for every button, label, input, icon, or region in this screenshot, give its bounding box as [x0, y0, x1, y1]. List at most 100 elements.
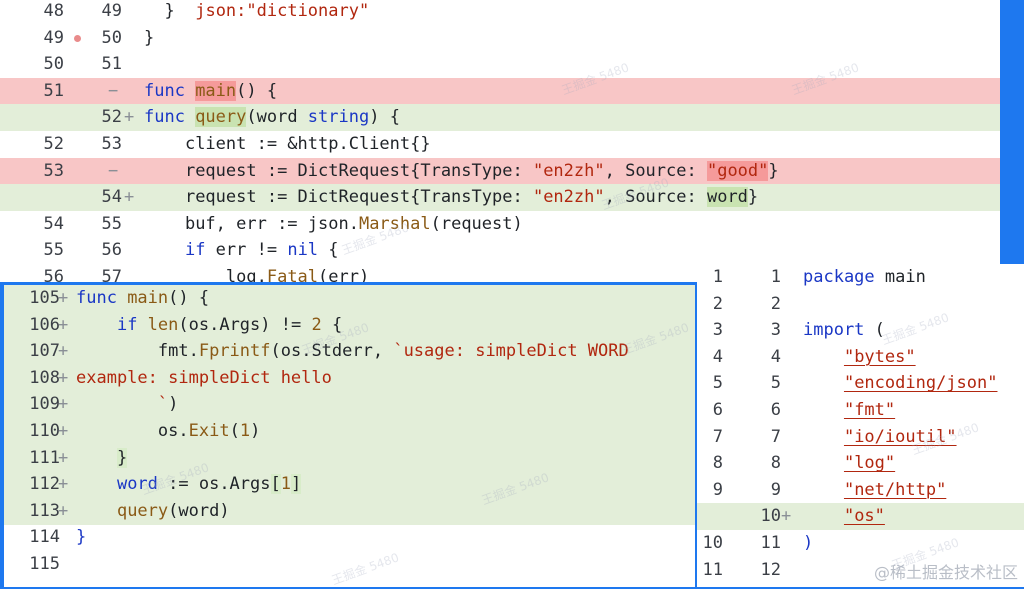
code-token: word	[706, 187, 748, 208]
code-token: {	[318, 240, 339, 261]
code-content: log.Fatal(err)	[144, 264, 369, 282]
diff-line: 51 − func main() {	[0, 77, 1000, 105]
code-content: if len(os.Args) != 2 {	[76, 312, 342, 339]
code-token: }	[164, 1, 175, 21]
code-token: import	[803, 320, 875, 341]
new-line-number: 113	[29, 500, 60, 521]
old-line-number: 5	[712, 373, 723, 394]
code-content: fmt.Fprintf(os.Stderr, `usage: simpleDic…	[76, 338, 629, 365]
old-line-number: 53	[43, 160, 64, 181]
code-content: func main() {	[76, 285, 209, 312]
new-line-number: 2	[770, 293, 781, 314]
code-token: word	[116, 474, 158, 495]
new-line-number: 109	[29, 394, 60, 415]
code-token: )	[168, 394, 179, 415]
code-token: ]	[291, 474, 302, 495]
code-content: buf, err := json.Marshal(request)	[144, 211, 523, 238]
code-content: )	[803, 530, 813, 557]
code-content: } json:"dictionary"	[144, 0, 369, 25]
code-token: := os.Args	[157, 474, 271, 495]
code-token: nil	[287, 240, 319, 261]
code-content: func main() {	[144, 78, 277, 105]
new-line-number: 105	[29, 288, 60, 308]
diff-line: 109+ `)	[4, 391, 695, 419]
diff-line: 52+func query(word string) {	[0, 104, 1000, 132]
code-token: func	[144, 107, 196, 128]
code-token: }	[144, 27, 155, 48]
added-marker: +	[781, 506, 792, 527]
diff-line: 107+ fmt.Fprintf(os.Stderr, `usage: simp…	[4, 338, 695, 366]
code-token: Marshal	[358, 213, 431, 234]
added-marker: +	[58, 447, 69, 468]
new-line-number: 106	[29, 314, 60, 335]
code-token: , Source:	[604, 160, 707, 181]
code-token: request := DictRequest{TransType:	[184, 187, 533, 208]
credit-watermark: @稀土掘金技术社区	[873, 563, 1018, 582]
deleted-marker: −	[108, 160, 119, 181]
code-token: if	[116, 314, 148, 335]
new-line-number: 54	[101, 187, 122, 208]
code-content: example: simpleDict hello	[76, 365, 332, 392]
diff-line: 113+ query(word)	[4, 497, 695, 525]
code-content: "io/ioutil"	[803, 424, 957, 451]
new-line-number: 55	[101, 213, 122, 234]
code-token: 1	[239, 421, 251, 441]
old-line-number: 54	[43, 213, 64, 234]
code-token: () {	[236, 80, 278, 101]
new-line-number: 53	[101, 134, 122, 154]
code-token: func	[144, 80, 196, 101]
code-token: )	[803, 533, 814, 553]
code-token: `	[157, 394, 169, 415]
breakpoint-dot-icon[interactable]	[74, 34, 81, 42]
code-token: json:"dictionary"	[195, 1, 370, 21]
code-token: 2	[311, 314, 322, 335]
code-token: )	[250, 421, 261, 441]
old-line-number: 7	[712, 426, 723, 447]
code-token: "io/ioutil"	[843, 426, 957, 447]
new-line-number: 107	[29, 341, 60, 362]
code-token: buf, err := json.	[184, 213, 359, 234]
new-line-number: 112	[29, 474, 60, 495]
code-content: func query(word string) {	[144, 104, 400, 131]
old-line-number: 8	[712, 453, 723, 474]
code-content: }	[76, 524, 86, 551]
added-marker: +	[124, 187, 135, 208]
old-line-number: 51	[43, 80, 64, 101]
code-token: "fmt"	[843, 400, 896, 420]
new-line-number: 1	[770, 267, 781, 287]
old-line-number: 6	[712, 400, 723, 420]
code-token: }	[76, 527, 87, 548]
code-token: }	[747, 187, 759, 208]
code-token: string	[307, 107, 370, 128]
code-content: import (	[803, 317, 885, 344]
code-token: "bytes"	[843, 346, 916, 367]
diff-line: 105+func main() {	[4, 285, 695, 312]
code-token: fmt.	[157, 341, 199, 362]
added-marker: +	[58, 421, 69, 441]
added-marker: +	[58, 474, 69, 495]
code-token: main	[127, 288, 169, 308]
code-token: }	[768, 160, 779, 181]
code-token: (os.Args) !=	[178, 314, 312, 335]
old-line-number: 55	[43, 240, 64, 261]
code-token: (os.Stderr,	[270, 341, 394, 362]
new-line-number: 9	[770, 479, 781, 500]
code-token: request := DictRequest{TransType:	[184, 160, 533, 181]
diff-line: 108+example: simpleDict hello	[4, 364, 695, 392]
code-content: }	[76, 445, 128, 472]
new-line-number: 110	[29, 421, 60, 441]
deleted-marker: −	[108, 80, 119, 101]
old-line-number: 10	[702, 533, 723, 553]
code-token: "log"	[843, 453, 896, 474]
old-line-number: 49	[43, 27, 64, 48]
code-content: word := os.Args[1]	[76, 471, 302, 498]
